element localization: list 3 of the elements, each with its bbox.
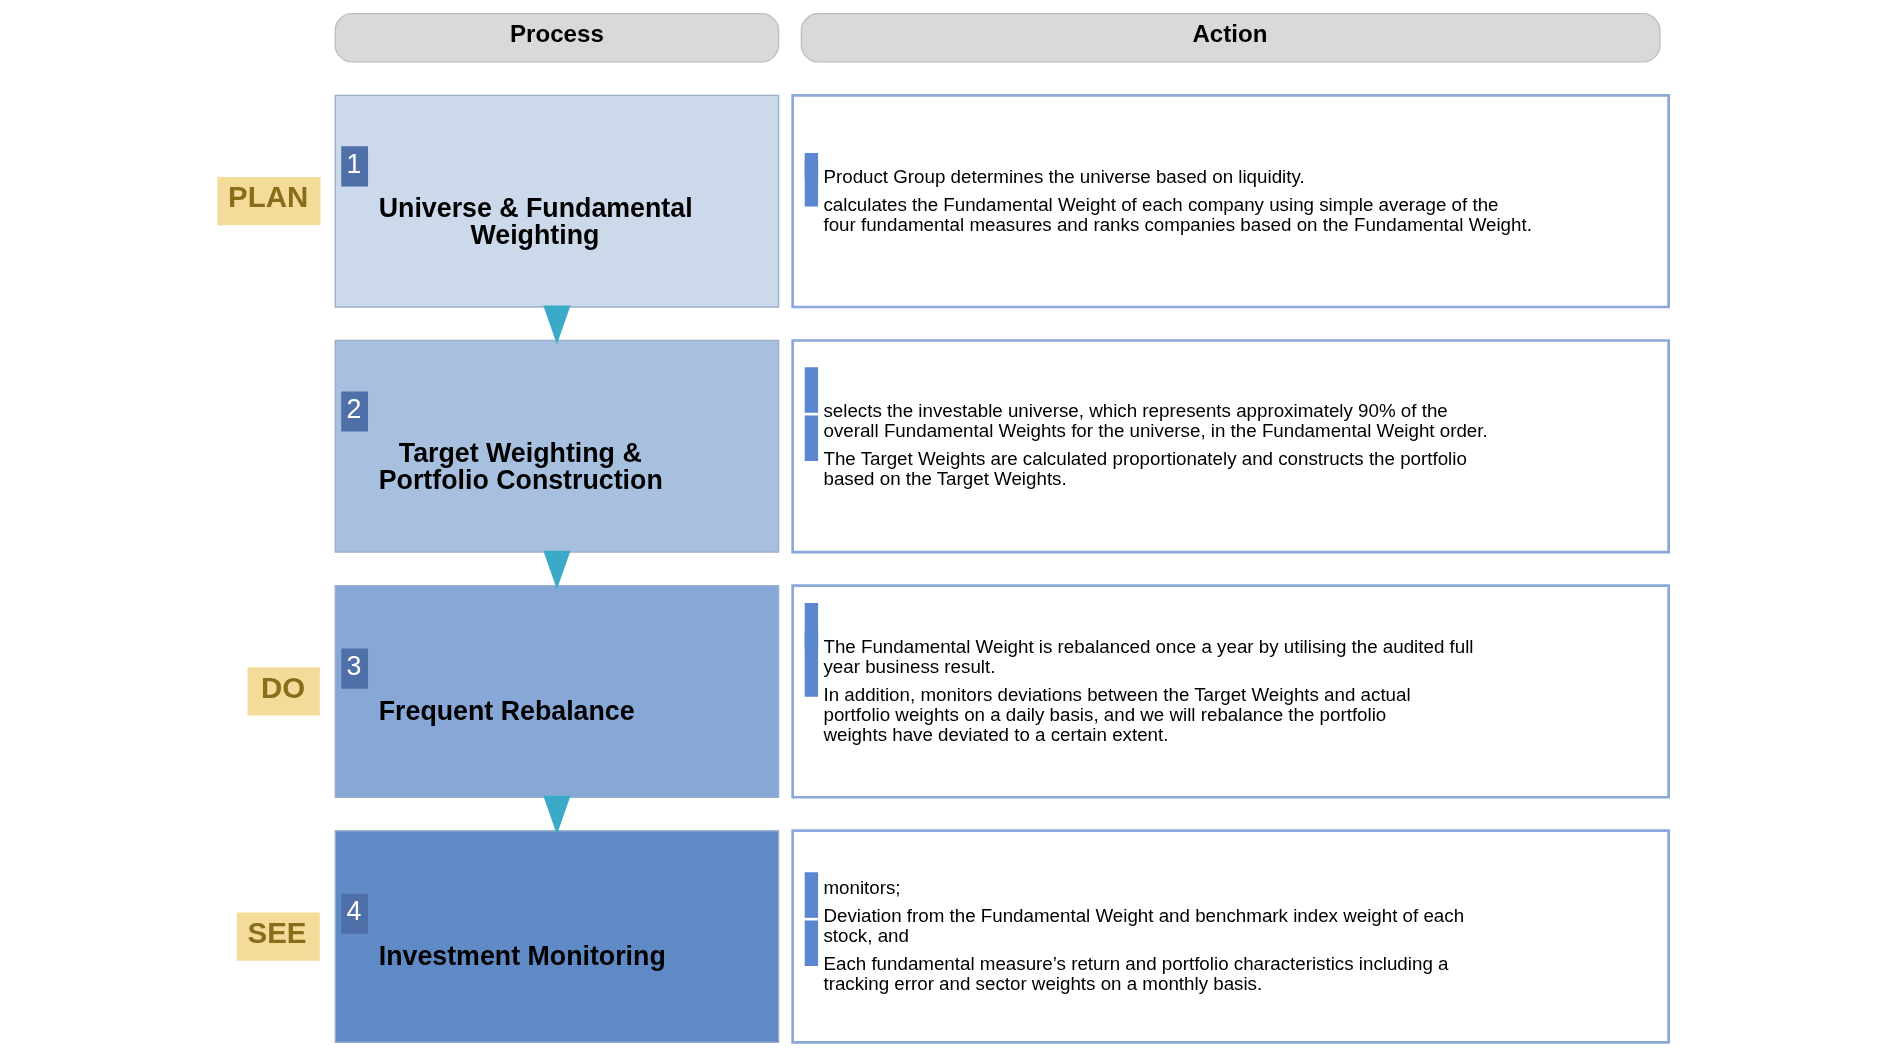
label: DO: [260, 670, 305, 704]
label: PLAN: [227, 180, 308, 214]
label: SEE: [247, 915, 306, 949]
